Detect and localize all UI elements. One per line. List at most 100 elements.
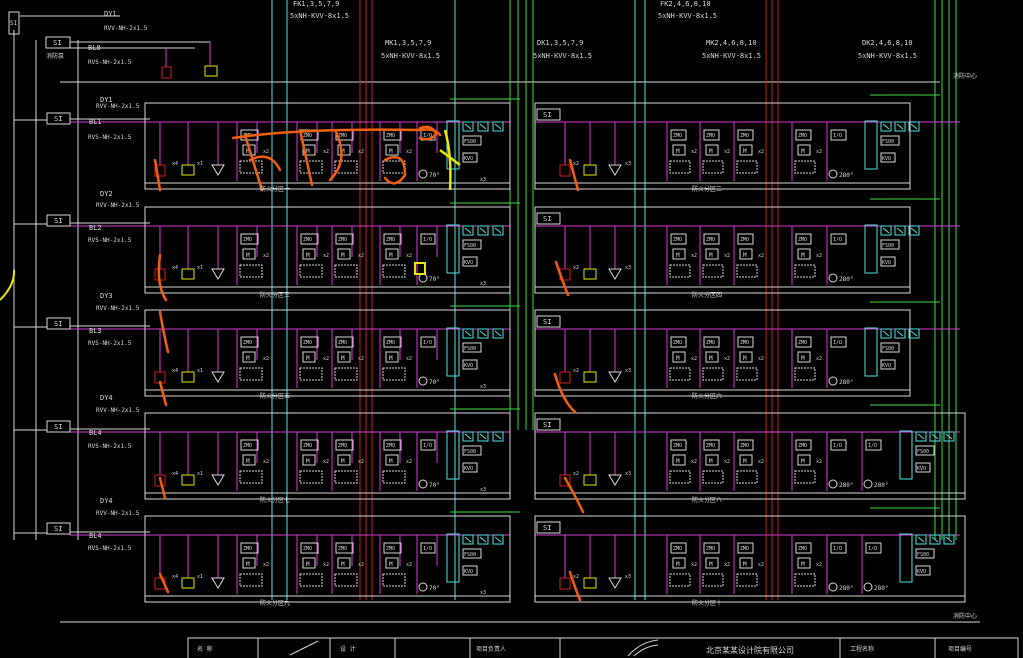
row-5-x1-label: x1 xyxy=(197,574,203,580)
row-4-right-col-2-motor-label: M xyxy=(743,458,747,465)
row-2-left-col-4-module xyxy=(420,233,436,245)
row-5-left-col-0-motor-label: M xyxy=(246,561,250,568)
row-3-right-col-3-x2: x2 xyxy=(816,356,822,362)
row-1-left-col-4-d70: 70° xyxy=(429,172,440,179)
row-2-left-col-3-x2: x2 xyxy=(406,253,412,259)
row-1-left-kv-label: KVO xyxy=(464,156,473,162)
row-3-left-kv xyxy=(462,359,478,370)
row-4-left-detector-0-mark xyxy=(464,433,472,440)
row-2-left-col-0-motor xyxy=(242,248,256,260)
row-1-bl: BL1 xyxy=(89,118,102,126)
row-4-manual-alarm xyxy=(154,474,166,487)
row-4-right-col-3-motor xyxy=(797,454,811,466)
row-4-left-col-0-panel xyxy=(239,470,263,484)
row-1-right-detector-0 xyxy=(880,121,892,132)
row-4-labels: DY4 RVV-NH-2x1.5 SI BL4 RVS-NH-2x1.5 防火分… xyxy=(46,394,722,504)
markup-orange-stroke-6 xyxy=(418,125,438,141)
row-3-x4-label: x4 xyxy=(172,368,178,374)
row-2-right-col-2-motor xyxy=(739,248,753,260)
row-2-right-x2: x2 xyxy=(573,265,579,271)
row-3-hydrant-button xyxy=(211,371,225,383)
row-2-left-col-3-motor-label: M xyxy=(389,252,393,259)
row-3-right-fso-label: FS00 xyxy=(882,346,894,352)
row-4-right-col-4-module xyxy=(830,439,847,451)
row-5-x4-label: x4 xyxy=(172,574,178,580)
row-2-right-fso xyxy=(880,239,900,250)
row-4-left-title: 防火分区七 xyxy=(260,496,290,504)
row-1-right-col-2-panel xyxy=(736,160,758,174)
row-2-hydrant-button xyxy=(211,268,225,280)
row-4-left-frame xyxy=(144,412,511,500)
header-cable-labels: FK1,3,5,7,9 5xNH-KVV-8x1.5 FK2,4,6,8,10 … xyxy=(290,0,977,620)
row-5-right-x3: x3 xyxy=(625,574,631,580)
row-3-right-col-0-x2: x2 xyxy=(691,356,697,362)
row-5-left-detector-1 xyxy=(477,534,489,545)
row-5-right-col-4-damper xyxy=(828,582,838,592)
markup-orange-stroke-4 xyxy=(328,128,343,182)
row-2-left-fso-label: FS00 xyxy=(464,243,476,249)
row-4-left-detector-1-mark xyxy=(479,433,487,440)
row-1-right-col-2-module-label: ZMO xyxy=(740,133,749,139)
row-3-left-col-1-panel xyxy=(299,367,323,381)
row-3-left-col-4-d70: 70° xyxy=(429,379,440,386)
row-5-right-detector-1 xyxy=(929,534,941,545)
row-5-right-title: 防火分区十 xyxy=(692,599,722,607)
markup-orange-stroke-14 xyxy=(158,476,167,500)
row-3-right-kv-label: KVO xyxy=(882,363,891,369)
row-5-right-manual-alarm xyxy=(559,577,571,590)
row-3-right-col-0-motor xyxy=(672,351,686,363)
row-3-left-col-4-module-label: I/O xyxy=(423,340,432,346)
row-5-left-col-1-x2: x2 xyxy=(323,562,329,568)
row-2-right-detector-2-mark xyxy=(910,227,918,234)
row-3-left-col-2-x2: x2 xyxy=(358,356,364,362)
row-2-left-col-0-module-label: ZMO xyxy=(243,237,252,243)
row-5-left-x3: x3 xyxy=(480,590,486,596)
row-1-left-detector-0 xyxy=(462,121,474,132)
row-1-right-col-2-motor xyxy=(739,144,753,156)
row-2-left-col-3-module-label: ZMO xyxy=(386,237,395,243)
row-5-right-col-1-module xyxy=(703,542,720,554)
row-5-sounder xyxy=(181,577,195,589)
row-3-left-fso-label: FS00 xyxy=(464,346,476,352)
markup-yellow-cross xyxy=(439,129,461,191)
row-4-right-col-3-module-label: ZMO xyxy=(798,443,807,449)
row-labels: DY1 RVV-NH-2x1.5 SI BL1 RVS-NH-2x1.5 防火分… xyxy=(46,96,722,607)
row-4-right-col-1-x2: x2 xyxy=(724,459,730,465)
row-4-dy: DY4 xyxy=(100,394,113,402)
row-3-right-col-2-panel xyxy=(736,367,758,381)
row-3-right-col-1-motor-label: M xyxy=(709,355,713,362)
row-3-left-col-2-motor-label: M xyxy=(341,355,345,362)
row-5-right-col-3-motor xyxy=(797,557,811,569)
row-4-hydrant-button xyxy=(211,474,225,486)
markup-yellow-arc xyxy=(0,269,16,301)
markup-orange-stroke-10 xyxy=(158,310,170,354)
row-5-right-si-label: SI xyxy=(543,524,551,532)
row-5-right-col-4-module xyxy=(830,542,847,554)
row-5-left-detector-2-mark xyxy=(494,536,502,543)
row-2-left-detector-1 xyxy=(477,225,489,236)
row-5-left-col-3-module xyxy=(383,542,402,554)
row-3-right-col-1-x2: x2 xyxy=(724,356,730,362)
row-2-right-col-0-module-label: ZMO xyxy=(673,237,682,243)
row-4-left-col-1-module xyxy=(300,439,319,451)
row-5-right-col-0-motor-label: M xyxy=(676,561,680,568)
row-5-bl-cable: RVS-NH-2x1.5 xyxy=(88,545,132,552)
row-2-left-col-0-motor-label: M xyxy=(246,252,250,259)
row-1-right-frame xyxy=(534,102,911,190)
row-1-si-label: SI xyxy=(54,115,62,123)
row-4-x4-label: x4 xyxy=(172,471,178,477)
row-4-right-col-0-module xyxy=(670,439,687,451)
row-3-right-manual-alarm xyxy=(559,371,571,384)
row-1-right-col-1-motor-label: M xyxy=(709,148,713,155)
header-left-note: 消防泵 xyxy=(46,52,64,60)
dk2-cable: 5xNH-KVV-8x1.5 xyxy=(858,52,917,60)
row-4-left-col-2-module-label: ZMO xyxy=(338,443,347,449)
row-3-left-col-2-module xyxy=(335,336,354,348)
row-4-right-sounder xyxy=(583,474,597,486)
row-3-left-col-0-motor xyxy=(242,351,256,363)
row-1-si-box xyxy=(46,112,71,125)
row-1-sounder xyxy=(181,164,195,176)
row-5-right-detector-bus xyxy=(899,533,913,583)
